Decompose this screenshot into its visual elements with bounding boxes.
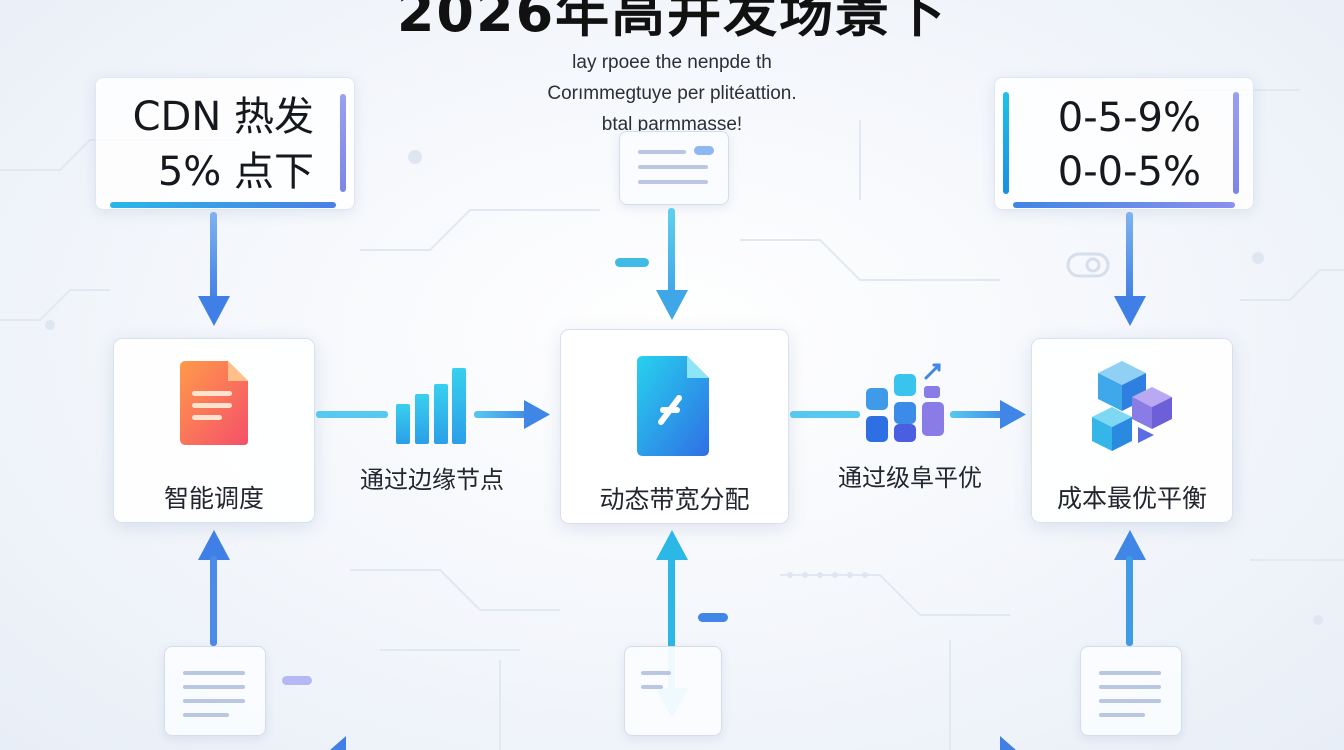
connector-arrow (316, 400, 550, 429)
bar-chart-icon (396, 368, 466, 444)
cubes-icon (1092, 361, 1172, 451)
accent-bar (340, 94, 346, 192)
document-card-top (619, 131, 729, 205)
connector-label: 通过边缘节点 (360, 466, 504, 494)
dash-marker (698, 613, 728, 622)
stat-card-right: 0-5-9% 0-0-5% (994, 77, 1254, 210)
accent-bar (1003, 92, 1009, 194)
document-card-bottom (164, 646, 266, 736)
blocks-icon (866, 363, 944, 442)
stat-card-left: CDN 热发 5% 点下 (95, 77, 355, 210)
arrow-up (1114, 530, 1146, 646)
flash-file-icon (637, 356, 709, 456)
document-card-bottom (1080, 646, 1182, 736)
page-title: 2026年高并发场景下 (396, 0, 948, 44)
dash-marker (615, 258, 649, 267)
subtitle-line: btal parmmasse! (601, 114, 743, 135)
stat-left-line2: 5% 点下 (157, 149, 314, 195)
stat-right-line2: 0-0-5% (1057, 149, 1201, 195)
dash-marker (282, 676, 312, 685)
document-card-bottom (624, 646, 722, 736)
node-label: 成本最优平衡 (1056, 484, 1207, 513)
stat-right-line1: 0-5-9% (1057, 95, 1201, 141)
connector-arrow (790, 400, 1026, 429)
arrow-partial (1000, 736, 1016, 750)
node-smart-scheduling[interactable]: 智能调度 (113, 338, 315, 523)
connector-label: 通过级阜平优 (838, 464, 982, 492)
arrow-down (656, 208, 688, 320)
node-label: 智能调度 (163, 484, 264, 513)
document-icon (180, 361, 248, 445)
subtitle-line: Corımmegtuye per plitéattion. (547, 83, 797, 104)
node-label: 动态带宽分配 (599, 485, 750, 514)
accent-underline (1013, 202, 1235, 208)
node-dynamic-bandwidth[interactable]: 动态带宽分配 (560, 329, 789, 524)
arrow-down (198, 212, 230, 326)
subtitle-line: lay rpoee the nenpde th (572, 52, 772, 73)
accent-bar (1233, 92, 1239, 194)
subtitle: lay rpoee the nenpde th Corımmegtuye per… (472, 47, 872, 140)
arrow-down (1114, 212, 1146, 326)
arrow-up (198, 530, 230, 646)
accent-underline (110, 202, 336, 208)
arrow-partial (330, 736, 346, 750)
node-cost-balance[interactable]: 成本最优平衡 (1031, 338, 1233, 523)
stat-left-line1: CDN 热发 (132, 94, 314, 140)
